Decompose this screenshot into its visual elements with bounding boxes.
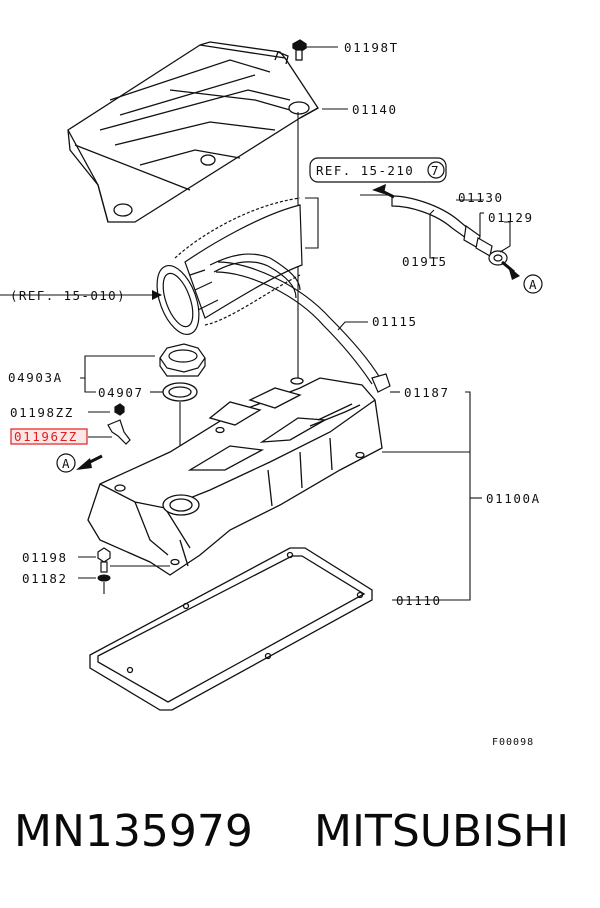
figure-code: F00098: [492, 737, 534, 748]
ref-15-010[interactable]: (REF. 15-010): [10, 288, 126, 303]
label-01915: 01915: [402, 254, 448, 269]
label-01100A: 01100A: [486, 491, 541, 506]
ref-15-210-box: [309, 157, 447, 183]
bolt-01198T-drawing: [292, 39, 307, 61]
leader-lines: [0, 46, 511, 601]
label-01115: 01115: [372, 314, 418, 329]
engine-cover-drawing: [67, 41, 319, 223]
marker-a-left: [56, 453, 76, 473]
small-bolt-01198ZZ-drawing: [114, 403, 125, 416]
oil-cap-drawing: [159, 343, 206, 377]
rocker-cover-drawing: [87, 377, 383, 576]
label-01182: 01182: [22, 571, 68, 586]
label-01198ZZ: 01198ZZ: [10, 405, 74, 420]
clip-01196ZZ-drawing: [107, 419, 131, 445]
ref-15-210[interactable]: REF. 15-210: [316, 163, 414, 178]
ref-circle-badge: [427, 161, 445, 179]
hose-01115-drawing: [215, 261, 391, 393]
bolt-01198-drawing: [97, 547, 111, 573]
marker-a-right-label: A: [529, 277, 537, 292]
label-04903A: 04903A: [8, 370, 63, 385]
arrow-ref-15-010: [152, 290, 162, 300]
arrow-to-a-left: [76, 458, 92, 470]
marker-a-right: [523, 274, 543, 294]
ref-15-210-circle-number: 7: [431, 163, 440, 178]
label-01140: 01140: [352, 102, 398, 117]
gasket-01110-drawing: [89, 547, 373, 711]
label-01198T: 01198T: [344, 40, 399, 55]
highlight-box-01196ZZ: [10, 428, 88, 445]
intake-pipe-drawing: [156, 197, 303, 335]
label-01129: 01129: [488, 210, 534, 225]
label-01130: 01130: [458, 190, 504, 205]
exploded-view-drawing: 01198T 01140 REF. 15-210 7 01130 01129 0…: [0, 39, 543, 748]
label-01110: 01110: [396, 593, 442, 608]
ref-bracket: [305, 197, 319, 249]
hose-01915-drawing: [391, 195, 508, 266]
washer-01182-drawing: [97, 574, 111, 582]
label-04907: 04907: [98, 385, 144, 400]
footer-brand: MITSUBISHI: [314, 806, 570, 857]
marker-a-left-label: A: [62, 456, 70, 471]
footer: MN135979 MITSUBISHI: [0, 806, 600, 870]
footer-part-number: MN135979: [14, 806, 253, 857]
label-01187: 01187: [404, 385, 450, 400]
arrow-shaft: [379, 188, 395, 199]
label-01198: 01198: [22, 550, 68, 565]
label-01196ZZ-highlighted[interactable]: 01196ZZ: [14, 429, 78, 444]
gasket-04907-drawing: [162, 382, 198, 402]
